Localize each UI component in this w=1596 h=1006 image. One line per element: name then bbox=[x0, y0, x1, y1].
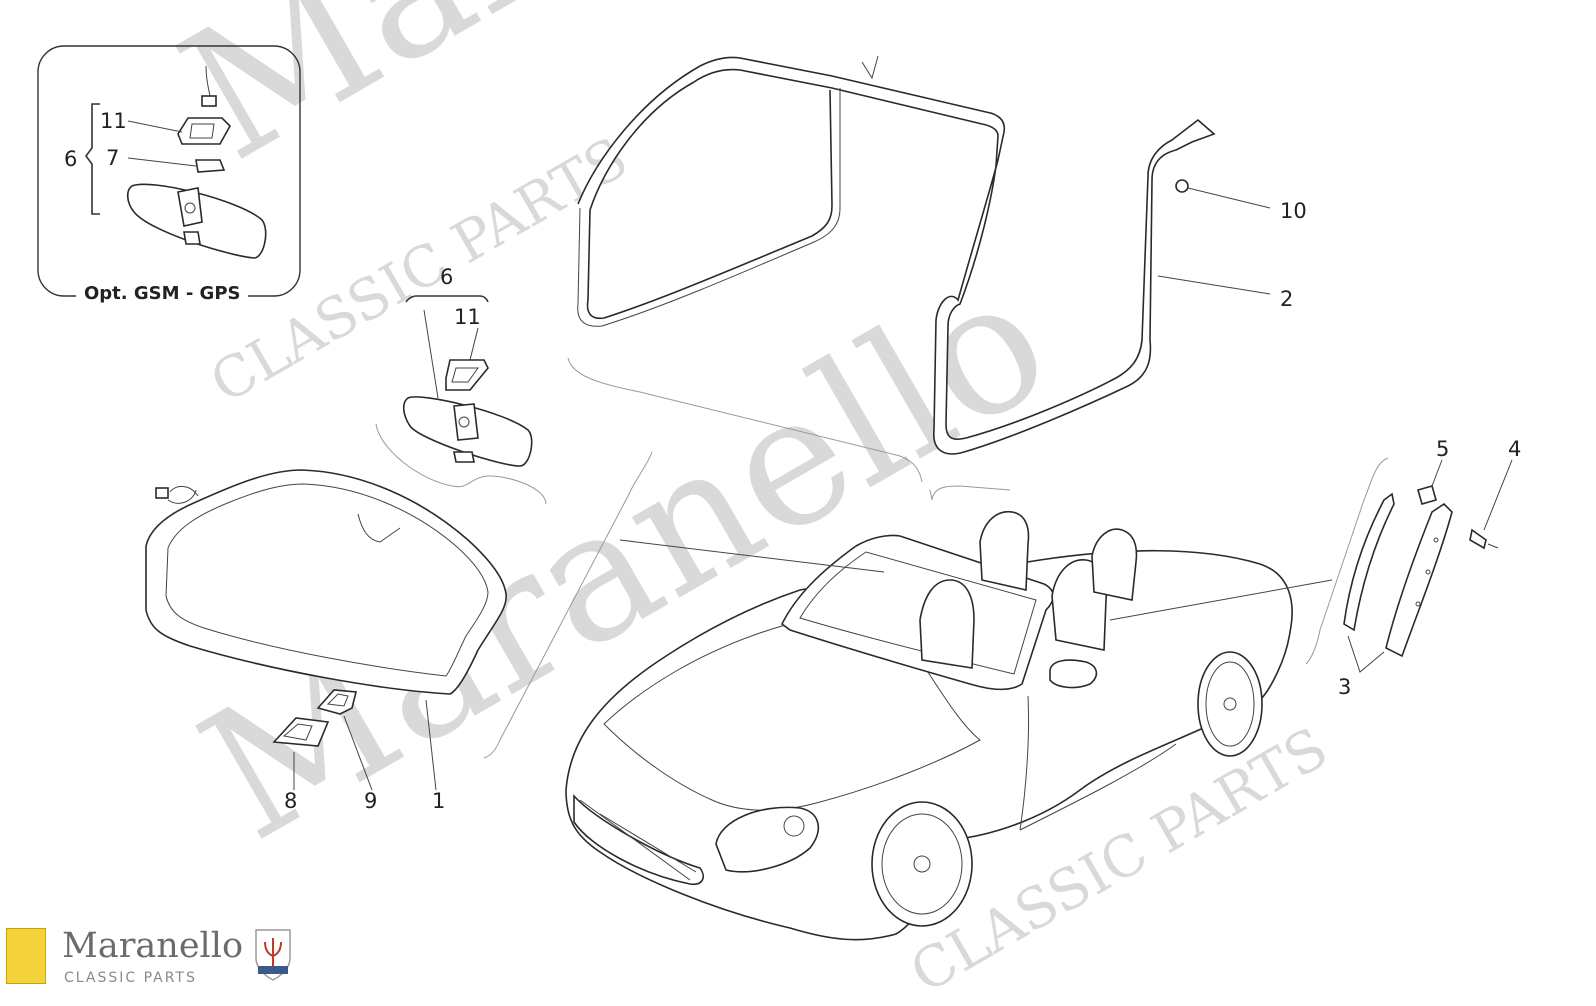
callout-8: 8 bbox=[284, 789, 297, 813]
door-seals bbox=[567, 55, 1271, 501]
callout-9: 9 bbox=[364, 789, 377, 813]
ferrari-shield-icon bbox=[6, 928, 46, 984]
pillar-trims bbox=[1305, 457, 1513, 673]
callout-4: 4 bbox=[1508, 437, 1521, 461]
callout-11: 11 bbox=[454, 305, 481, 329]
inset-caption: Opt. GSM - GPS bbox=[76, 283, 249, 304]
brand-name: Maranello bbox=[62, 926, 244, 966]
inset-label-7: 7 bbox=[106, 146, 119, 170]
maserati-trident-icon bbox=[255, 929, 291, 981]
brackets-8-9 bbox=[272, 689, 373, 791]
inset-gsm-gps: 11 7 6 bbox=[37, 45, 301, 297]
brand-sub: CLASSIC PARTS bbox=[64, 970, 197, 986]
callout-6: 6 bbox=[440, 265, 453, 289]
callout-5: 5 bbox=[1436, 437, 1449, 461]
callout-3: 3 bbox=[1338, 675, 1351, 699]
callout-10: 10 bbox=[1280, 199, 1307, 223]
callout-1: 1 bbox=[432, 789, 445, 813]
rearview-mirror-assembly bbox=[375, 295, 547, 505]
inset-label-11: 11 bbox=[100, 109, 127, 133]
inset-label-6: 6 bbox=[64, 147, 77, 171]
windshield bbox=[145, 469, 507, 791]
brand-footer: Maranello CLASSIC PARTS bbox=[6, 924, 306, 1004]
car-illustration bbox=[483, 451, 1333, 941]
callout-2: 2 bbox=[1280, 287, 1293, 311]
